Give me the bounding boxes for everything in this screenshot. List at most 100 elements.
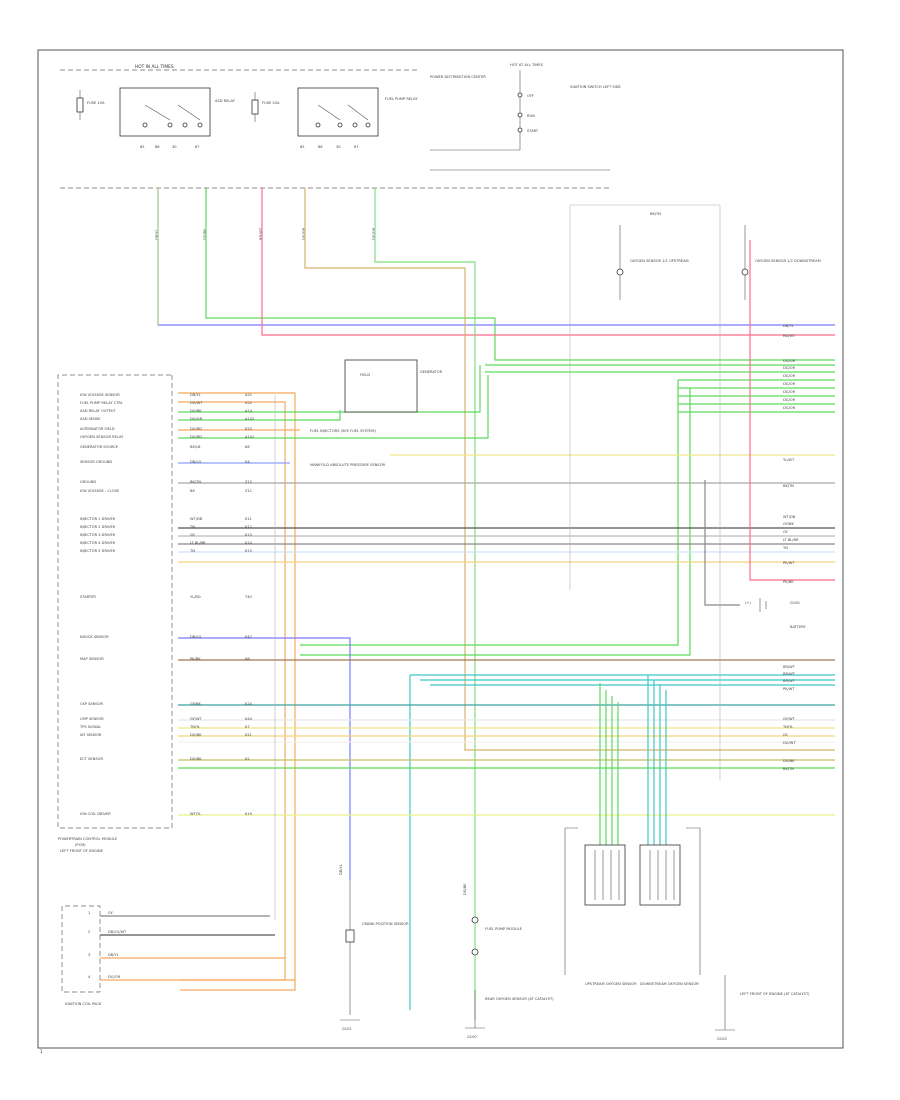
pcm-pin-wire: YL/RD <box>190 595 201 599</box>
top-wire-labels: DB/YL DG/BK RD/WT DG/OR DG/OR <box>155 227 376 240</box>
pcm-pin-wire: DG/BK <box>190 409 202 413</box>
pcm-pin-wire: DG/WT <box>190 401 203 405</box>
downstream-o2-label: DOWNSTREAM OXYGEN SENSOR <box>640 982 699 986</box>
pcm-pin-wire: BK <box>190 489 195 493</box>
pcm-pin-wire: PK/BK <box>190 657 201 661</box>
pcm-pin-wire: GY/BK <box>190 702 201 706</box>
right-edge-wire-label: GY/WT <box>783 717 796 721</box>
pcm-pin-code: K4 <box>245 460 250 464</box>
ign-pos-start: START <box>527 129 539 133</box>
right-edge-wire-label: DG/OR <box>783 382 796 386</box>
pcm-pin-wire: DG/RD <box>190 435 202 439</box>
note-fuel-injectors: FUEL INJECTORS (SEE FUEL SYSTEM) <box>310 429 376 433</box>
pcm-pin-code: T40 <box>244 595 252 599</box>
right-edge-wire-label: TN/YL <box>782 725 793 729</box>
ign-pos-off: OFF <box>527 94 534 98</box>
rear-o2-label: REAR OXYGEN SENSOR (AT CATALYST) <box>485 997 554 1001</box>
right-edge-wire-label: DG/OR <box>783 406 796 410</box>
ignition-coil-title: IGNITION COIL PACK <box>65 1002 102 1006</box>
pcm-pin-code: K19 <box>245 812 253 816</box>
right-edge-wire-label: PK/WT <box>783 687 795 691</box>
sensor-a-label: OXYGEN SENSOR 1/1 UPSTREAM <box>630 259 689 263</box>
pcm-pin-label: FUEL PUMP RELAY CTRL <box>80 401 123 405</box>
pcm-pin-code: K24 <box>245 702 253 706</box>
right-edge-wire-label: BK/TN <box>783 484 794 488</box>
right-edge-wire-label: DB/YL <box>783 324 794 328</box>
left-front-label: LEFT FRONT OF ENGINE (AT CATALYST) <box>740 992 810 996</box>
generator-terminal: FIELD <box>360 373 370 377</box>
pcm-pin-code: K7 <box>245 725 250 729</box>
pcm-pin-code: A14 <box>245 409 253 413</box>
pcm-pin-label: IGN VOLTAGE - CLOSE <box>80 489 120 493</box>
pcm-pin-label: INJECTOR 4 DRIVER <box>80 541 116 545</box>
asd-relay-label: ASD RELAY <box>215 99 236 103</box>
ignition-switch: HOT AT ALL TIMES OFF RUN START IGNITION … <box>430 63 621 171</box>
fuel-pump-relay-label: FUEL PUMP RELAY <box>385 97 418 101</box>
pcm-pin-wire: DB/LG <box>190 635 201 639</box>
relay-b-term-1: 85 <box>300 145 305 149</box>
pcm-pin-code: Z12 <box>245 480 252 484</box>
top-wire-label-4: DG/OR <box>302 227 306 240</box>
wire-orange-1 <box>178 392 296 991</box>
right-edge-wire-label: DG/OR <box>783 366 796 370</box>
coil-term-1: 1 <box>88 911 90 915</box>
right-edge-wire-label: TN <box>782 546 788 550</box>
pcm-module: POWERTRAIN CONTROL MODULE (PCM) LEFT FRO… <box>57 374 254 853</box>
crank-sensor-wire: DB/YL <box>339 864 343 875</box>
coil-term-2: 2 <box>88 930 90 934</box>
relay-b-term-4: 87 <box>354 145 359 149</box>
pcm-pin-label: INJECTOR 5 DRIVER <box>80 549 116 553</box>
right-edge-wire-label: DG/OR <box>783 374 796 378</box>
upstream-o2-label: UPSTREAM OXYGEN SENSOR <box>585 982 637 986</box>
pcm-pin-label: IGN COIL DRIVER <box>80 812 111 816</box>
upstream-oxygen-sensor: UPSTREAM OXYGEN SENSOR <box>564 827 637 986</box>
right-edge-wire-label: DG/OR <box>783 398 796 402</box>
pcm-pin-label: STARTER <box>80 595 96 599</box>
pcm-pin-wire: DG/RD <box>190 427 202 431</box>
wire-harness <box>100 188 835 1010</box>
pcm-pin-label: OXYGEN SENSOR RELAY <box>80 435 124 439</box>
right-edge-wire-label: BR/WT <box>783 672 796 676</box>
right-edge-wire-label: YL/WT <box>783 458 795 462</box>
diagram-frame <box>37 49 844 1049</box>
right-edge-wire-label: BR/WT <box>783 679 796 683</box>
pcm-pin-code: K13 <box>245 533 252 537</box>
upper-right-sensors: OXYGEN SENSOR 1/1 UPSTREAM OXYGEN SENSOR… <box>616 212 821 300</box>
pcm-pin-label: INJECTOR 1 DRIVER <box>80 517 116 521</box>
pdc-note: POWER DISTRIBUTION CENTER <box>430 75 486 79</box>
rear-o2-ground: G100 <box>467 1035 477 1039</box>
right-edge-wire-label: GY <box>783 733 789 737</box>
left-front-ground: G103 <box>717 1037 727 1041</box>
fuse-box-title: HOT IN ALL TIMES <box>135 64 174 70</box>
pcm-pin-code: K11 <box>245 517 252 521</box>
pcm-pin-code: Z11 <box>245 489 252 493</box>
right-edge-wire-label: BK/TN <box>783 767 794 771</box>
pcm-pin-wire: DB/YL <box>190 393 201 397</box>
right-edge-wire-label: WT/DB <box>783 515 796 519</box>
pcm-pin-label: ASD SENSE <box>80 417 101 421</box>
fuse-a-label: FUSE 15A <box>87 101 105 105</box>
pcm-location: LEFT FRONT OF ENGINE <box>60 849 104 853</box>
relay-a-term-3: 30 <box>172 145 177 149</box>
pcm-pin-code: A142 <box>245 417 254 421</box>
pcm-pin-wire: WT/DB <box>190 517 203 521</box>
ignition-coil-pack: IGNITION COIL PACK GY DB/LG/WT DB/YL DG/… <box>61 905 127 1006</box>
wire-knock <box>178 637 351 880</box>
pcm-pin-label: GROUND <box>80 480 96 484</box>
right-edge-wire-label: DG/BK <box>783 759 795 763</box>
pcm-pin-label: CKP SENSOR <box>80 702 104 706</box>
right-edge-wire-label: DG/WT <box>783 741 796 745</box>
pcm-pin-code: K15 <box>245 549 252 553</box>
battery-ground: G100 <box>790 601 800 605</box>
pcm-pin-wire: BK/LB <box>190 445 201 449</box>
battery-label: BATTERY <box>790 625 807 629</box>
pcm-pin-code: K6 <box>245 657 250 661</box>
left-front-engine-sensor: LEFT FRONT OF ENGINE (AT CATALYST) G103 <box>715 975 810 1041</box>
battery-terminal: (+) <box>745 601 751 605</box>
wire-rd-wt <box>261 188 835 336</box>
coil-term-4: 4 <box>88 975 91 979</box>
pcm-pin-wire: GY/WT <box>190 717 203 721</box>
wire-dg-or-2 <box>374 188 476 1000</box>
relay-b-term-2: 86 <box>318 145 323 149</box>
